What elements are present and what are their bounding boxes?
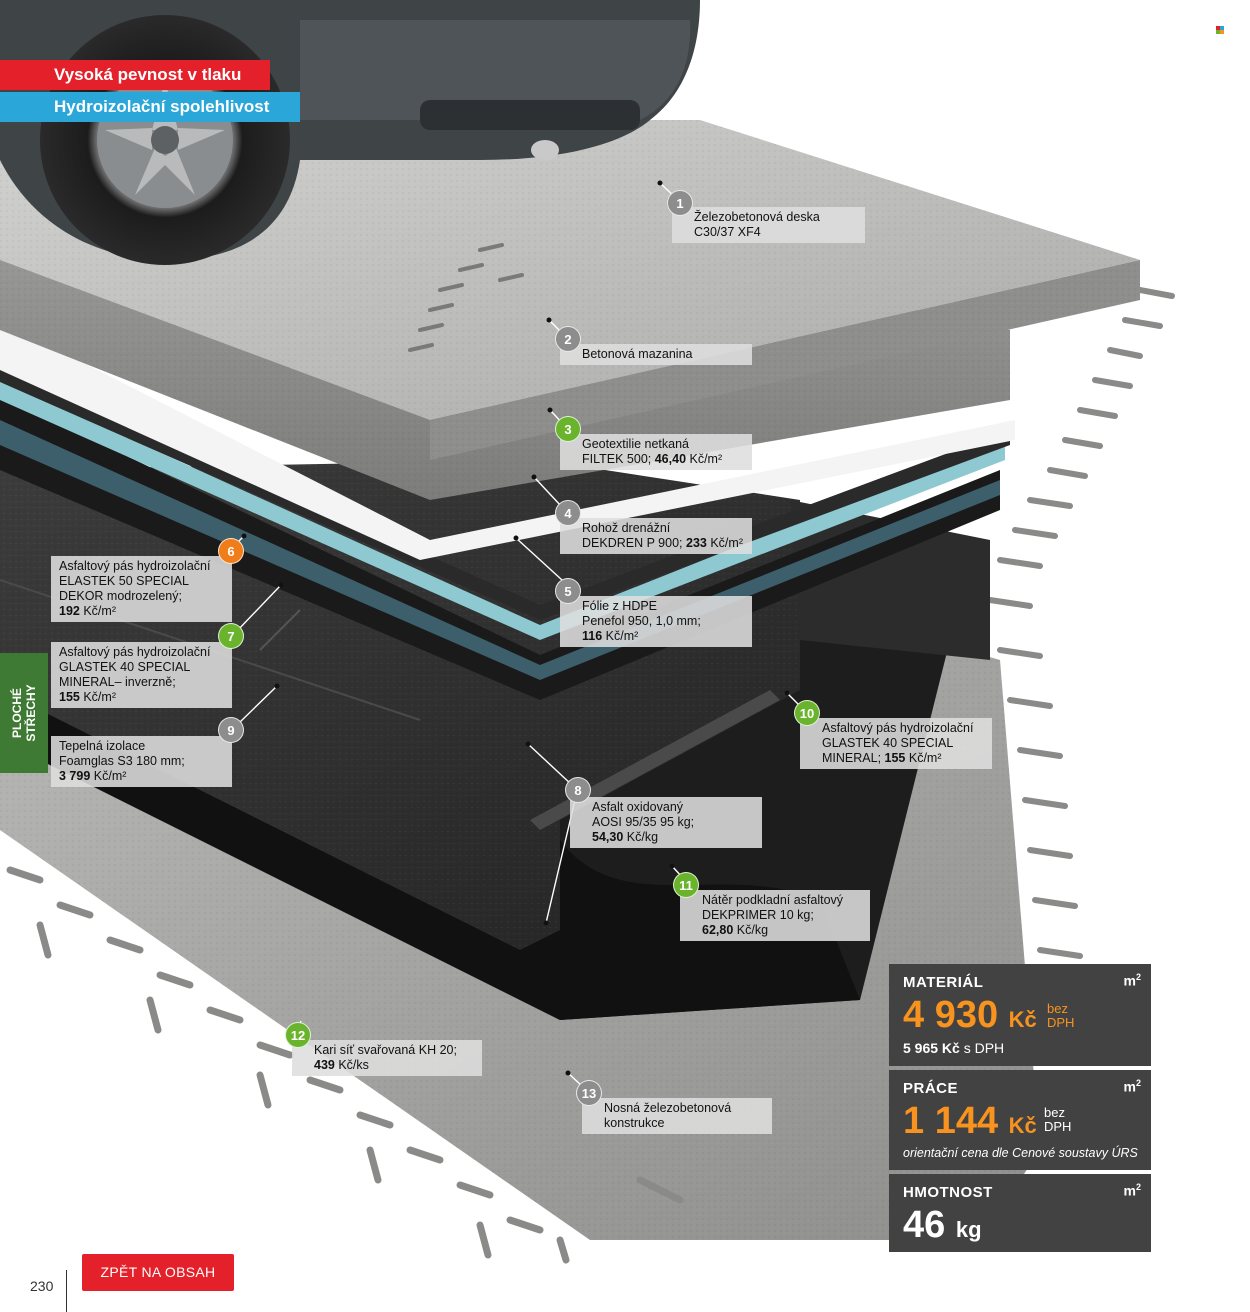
work-price: 1 144 Kč — [903, 1100, 1037, 1142]
layer-badge-2: 2 — [555, 326, 581, 352]
brand-logo — [1216, 26, 1224, 34]
side-tab-line2: STŘECHY — [24, 684, 38, 742]
layer-label-1: Železobetonová deska C30/37 XF4 — [672, 207, 865, 243]
work-bez-dph: bez DPH — [1044, 1105, 1072, 1134]
panel-work-title: PRÁCE — [903, 1080, 959, 1097]
side-tab-line1: PLOCHÉ — [10, 688, 24, 739]
work-price-note: orientační cena dle Cenové soustavy ÚRS — [903, 1146, 1138, 1160]
panel-weight-title: HMOTNOST — [903, 1184, 993, 1201]
rebars-bottom — [6, 866, 684, 1264]
layer-badge-3: 3 — [555, 416, 581, 442]
weight-value: 46 kg — [903, 1204, 982, 1246]
layer-badge-12: 12 — [285, 1022, 311, 1048]
layer-label-5: Fólie z HDPE Penefol 950, 1,0 mm; 116 Kč… — [560, 596, 752, 647]
panel-work: PRÁCE m2 1 144 Kč bez DPH orientační cen… — [889, 1070, 1151, 1170]
layer-badge-4: 4 — [555, 500, 581, 526]
layer-label-6: Asfaltový pás hydroizolační ELASTEK 50 S… — [51, 556, 232, 622]
layer-badge-11: 11 — [673, 872, 699, 898]
layer-label-3: Geotextilie netkaná FILTEK 500; 46,40 Kč… — [560, 434, 752, 470]
tag-waterproofing: Hydroizolační spolehlivost — [0, 92, 300, 122]
side-tab-flat-roofs[interactable]: PLOCHÉ STŘECHY — [0, 653, 48, 773]
panel-work-unit: m2 — [1123, 1078, 1141, 1095]
layer-badge-8: 8 — [565, 777, 591, 803]
tag-compressive-strength: Vysoká pevnost v tlaku — [0, 60, 270, 90]
panel-material-unit: m2 — [1123, 972, 1141, 989]
page-divider — [66, 1270, 67, 1312]
layer-label-7: Asfaltový pás hydroizolační GLASTEK 40 S… — [51, 642, 232, 708]
layer-label-10: Asfaltový pás hydroizolační GLASTEK 40 S… — [800, 718, 992, 769]
layer-label-4: Rohož drenážní DEKDREN P 900; 233 Kč/m² — [560, 518, 752, 554]
layer-badge-7: 7 — [218, 623, 244, 649]
layer-badge-5: 5 — [555, 578, 581, 604]
layer-badge-9: 9 — [218, 717, 244, 743]
material-bez-dph: bez DPH — [1047, 1001, 1075, 1030]
panel-weight-unit: m2 — [1123, 1182, 1141, 1199]
layer-badge-10: 10 — [794, 700, 820, 726]
back-to-contents-button[interactable]: ZPĚT NA OBSAH — [82, 1254, 234, 1291]
layer-label-13: Nosná železobetonová konstrukce — [582, 1098, 772, 1134]
page-number: 230 — [30, 1278, 54, 1294]
layer-badge-13: 13 — [576, 1080, 602, 1106]
rebars-slab — [408, 243, 524, 352]
layer-label-11: Nátěr podkladní asfaltový DEKPRIMER 10 k… — [680, 890, 870, 941]
layer-badge-1: 1 — [667, 190, 693, 216]
layer-label-9: Tepelná izolace Foamglas S3 180 mm; 3 79… — [51, 736, 232, 787]
layer-label-2: Betonová mazanina — [560, 344, 752, 365]
panel-weight: HMOTNOST m2 46 kg — [889, 1174, 1151, 1252]
material-price-with-vat: 5 965 Kč s DPH — [903, 1040, 1005, 1056]
layer-label-12: Kari síť svařovaná KH 20; 439 Kč/ks — [292, 1040, 482, 1076]
layer-badge-6: 6 — [218, 538, 244, 564]
material-price: 4 930 Kč — [903, 994, 1037, 1036]
membrane-layers — [0, 365, 1010, 700]
panel-material-title: MATERIÁL — [903, 974, 984, 991]
panel-material: MATERIÁL m2 4 930 Kč bez DPH 5 965 Kč s … — [889, 964, 1151, 1066]
geotextile-layer — [0, 320, 1015, 560]
layer-label-8: Asfalt oxidovaný AOSI 95/35 95 kg; 54,30… — [570, 797, 762, 848]
leader-dots — [241, 180, 790, 1076]
